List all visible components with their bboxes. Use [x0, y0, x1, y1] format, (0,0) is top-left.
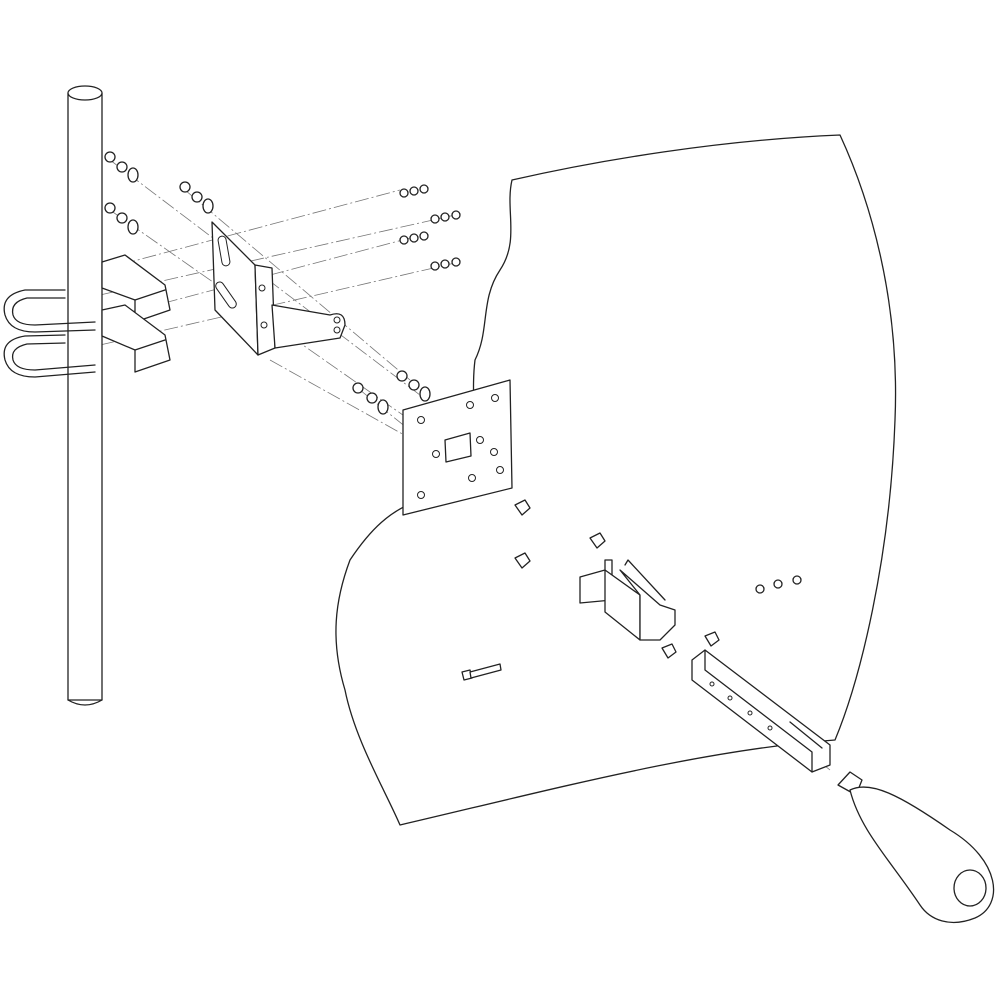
reflector-grid: [335, 134, 897, 826]
feed-support-channel: [579, 559, 676, 641]
u-bolt-upper: [3, 289, 96, 333]
bolts: [461, 499, 720, 681]
feed-horn: [837, 771, 995, 924]
clamp-bracket-upper: [101, 254, 171, 323]
clamp-bracket-lower: [101, 304, 171, 373]
feed-arm: [691, 649, 831, 773]
u-bolt-lower: [3, 334, 96, 378]
mounting-bracket: [211, 221, 346, 356]
mounting-plate: [402, 379, 513, 516]
nuts-washers-pole: [104, 151, 214, 235]
nuts-washers-plate: [352, 370, 431, 415]
mast-pole: [67, 85, 103, 706]
nuts-washers-bracket: [399, 184, 461, 271]
nuts-feed: [755, 575, 802, 594]
